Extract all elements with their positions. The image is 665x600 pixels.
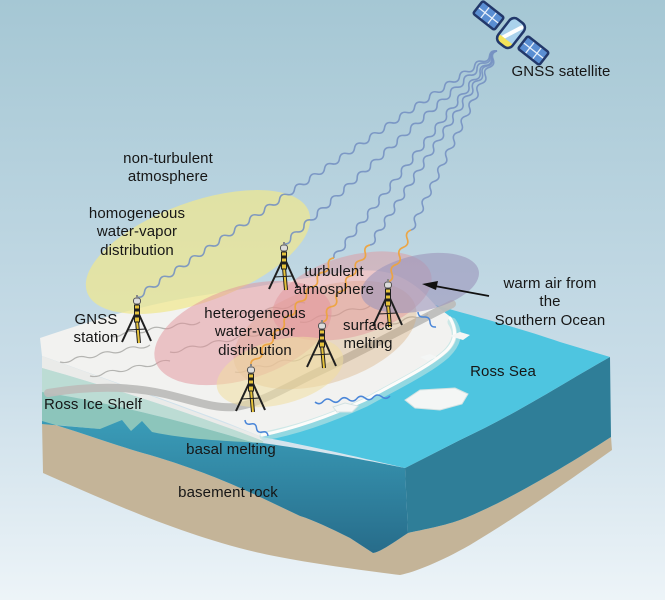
gnss-station-tripod-icon: [372, 279, 403, 328]
gnss-station-tripod-icon: [268, 242, 299, 291]
coast-ice-edge: [260, 316, 457, 437]
sea-top-surface: [262, 305, 610, 468]
gnss-signal-lines: [136, 49, 498, 367]
label-gnss-satellite: GNSS satellite: [511, 63, 611, 80]
iceberg-group: [332, 332, 470, 413]
label-non-turbulent-atmosphere: non-turbulent atmosphere: [123, 150, 213, 186]
warm-air-arrow-icon: [422, 281, 490, 297]
label-basement-rock: basement rock: [178, 484, 278, 501]
label-gnss-station: GNSS station: [73, 311, 119, 347]
homogeneous-vapor-ellipse: [85, 190, 311, 314]
label-ross-sea: Ross Sea: [470, 363, 536, 380]
ice-front-mid-band: [42, 392, 264, 449]
label-surface-melting: surface melting: [343, 317, 393, 353]
label-ross-ice-shelf: Ross Ice Shelf: [43, 396, 143, 413]
gnss-station-tripods: [121, 242, 403, 413]
gnss-station-tripod-icon: [306, 320, 337, 369]
label-warm-air: warm air from the Southern Ocean: [494, 275, 606, 329]
sea-front-face: [42, 420, 408, 553]
coast-shallow-strip: [259, 317, 461, 441]
basement-rock-face: [42, 421, 612, 575]
label-homogeneous-water-vapor: homogeneous water-vapor distribution: [88, 205, 186, 259]
gnss-station-tripod-icon: [235, 364, 266, 413]
gnss-satellite-icon: [472, 0, 550, 66]
sea-side-face: [405, 357, 611, 533]
label-basal-melting: basal melting: [186, 441, 276, 458]
label-turbulent-atmosphere: turbulent atmosphere: [293, 263, 375, 299]
label-heterogeneous-water-vapor: heterogeneous water-vapor distribution: [204, 305, 306, 359]
meltwater-river-lines: [244, 311, 437, 437]
ice-front-white-band: [42, 356, 263, 441]
gnss-station-tripod-icon: [121, 295, 152, 344]
